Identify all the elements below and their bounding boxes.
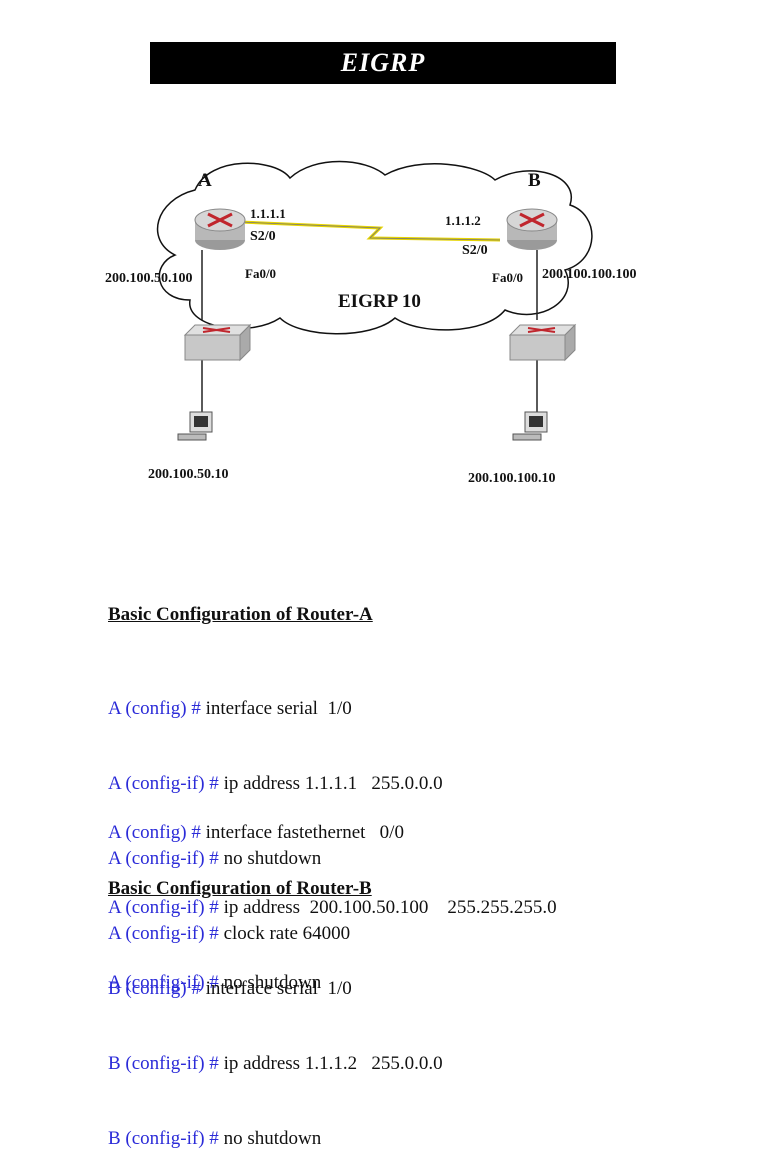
pc-b-ip: 200.100.100.10 <box>468 471 556 486</box>
pc-b-icon <box>512 411 548 441</box>
config-line: A (config-if) # clock rate 64000 <box>108 923 351 944</box>
a-lan-ip: 200.100.50.100 <box>105 271 193 286</box>
config-line: A (config-if) # ip address 1.1.1.1 255.0… <box>108 773 443 794</box>
config-line: B (config) # interface serial 1/0 <box>108 978 352 999</box>
b-serial-interface: S2/0 <box>462 243 488 258</box>
router-a-block2: A (config) # interface fastethernet 0/0 … <box>108 770 557 1020</box>
topology-svg: A B 1.1.1.1 S2/0 1.1.1.2 S2/0 200.100.50… <box>105 160 637 486</box>
pc-a-icon <box>177 411 213 441</box>
config-line: A (config-if) # no shutdown <box>108 972 322 993</box>
b-serial-ip: 1.1.1.2 <box>445 213 481 228</box>
title-banner: EIGRP <box>150 42 616 84</box>
pc-a-ip: 200.100.50.10 <box>148 467 229 482</box>
router-a-block1: A (config) # interface serial 1/0 A (con… <box>108 646 443 971</box>
router-a-config-section: Basic Configuration of Router-A <box>108 604 373 626</box>
switch-b-icon <box>508 323 577 362</box>
config-line: A (config) # interface fastethernet 0/0 <box>108 822 404 843</box>
page-title: EIGRP <box>340 48 426 77</box>
router-b-config-section: Basic Configuration of Router-B <box>108 878 372 900</box>
a-serial-interface: S2/0 <box>250 229 276 244</box>
cloud-label: EIGRP 10 <box>338 291 421 312</box>
router-b-heading: Basic Configuration of Router-B <box>108 878 372 899</box>
router-b-block1: B (config) # interface serial 1/0 B (con… <box>108 926 443 1176</box>
eigrp-cloud <box>156 160 593 335</box>
router-b-label: B <box>528 170 541 191</box>
a-lan-interface: Fa0/0 <box>245 266 276 281</box>
router-a-heading: Basic Configuration of Router-A <box>108 604 373 625</box>
b-lan-ip: 200.100.100.100 <box>542 267 637 282</box>
config-line: A (config-if) # ip address 200.100.50.10… <box>108 897 557 918</box>
config-line: B (config-if) # ip address 1.1.1.2 255.0… <box>108 1053 443 1074</box>
config-line: A (config-if) # no shutdown <box>108 848 322 869</box>
router-b-icon <box>506 208 558 250</box>
switch-a-icon <box>183 323 252 362</box>
a-serial-ip: 1.1.1.1 <box>250 206 286 221</box>
router-a-label: A <box>198 170 212 191</box>
config-line: B (config-if) # no shutdown <box>108 1128 322 1149</box>
config-line: A (config) # interface serial 1/0 <box>108 698 352 719</box>
router-a-icon <box>194 208 246 250</box>
b-lan-interface: Fa0/0 <box>492 270 523 285</box>
network-diagram: A B 1.1.1.1 S2/0 1.1.1.2 S2/0 200.100.50… <box>100 150 670 500</box>
